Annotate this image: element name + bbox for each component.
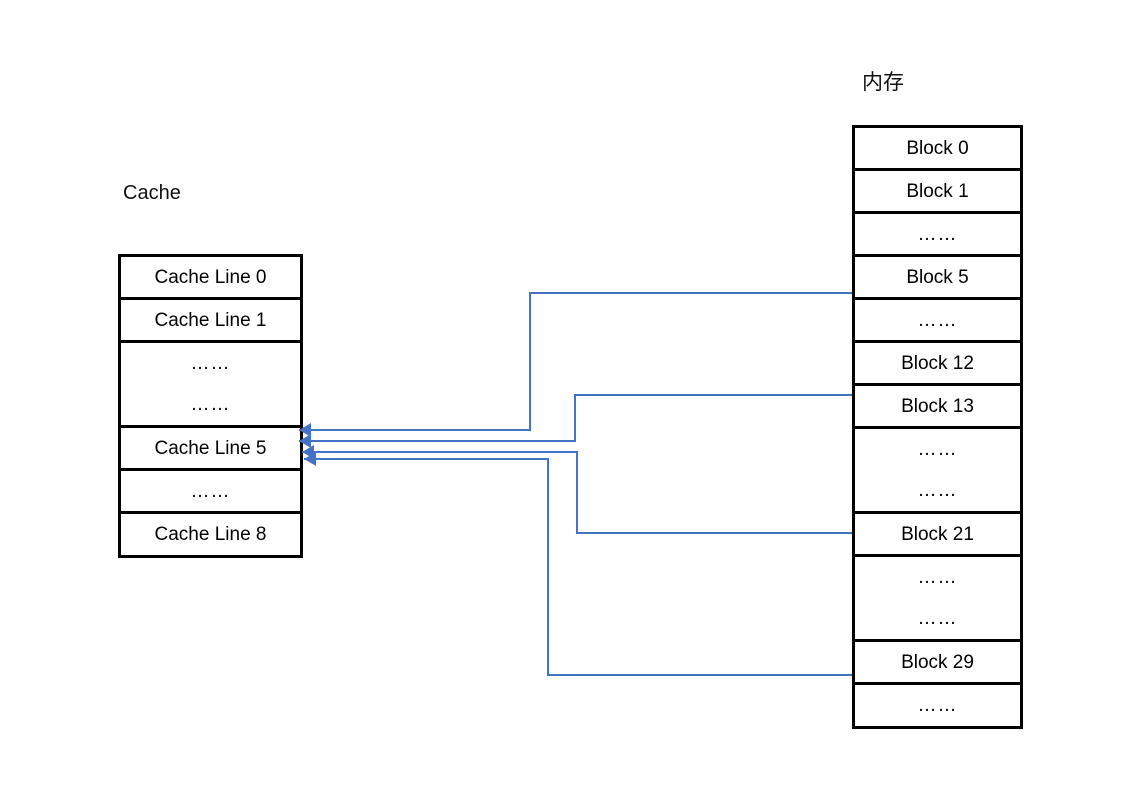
- memory-row-block21: Block 21: [855, 511, 1020, 554]
- cache-row-label: Cache Line 8: [154, 523, 267, 545]
- memory-row-ellipsis: ……: [855, 297, 1020, 340]
- memory-row-label: Block 21: [901, 523, 974, 545]
- memory-row-ellipsis: …… ……: [855, 554, 1020, 639]
- mapping-connector: [299, 394, 852, 448]
- memory-row-block12: Block 12: [855, 340, 1020, 383]
- cache-row-line1: Cache Line 1: [121, 297, 300, 340]
- ellipsis-text: ……: [917, 567, 958, 588]
- cache-row-label: Cache Line 5: [154, 437, 267, 459]
- memory-row-ellipsis: …… ……: [855, 426, 1020, 511]
- cache-row-line5: Cache Line 5: [121, 425, 300, 468]
- ellipsis-text: ……: [917, 309, 958, 331]
- mapping-connector: [299, 292, 852, 437]
- ellipsis-text: ……: [190, 480, 231, 502]
- memory-row-block13: Block 13: [855, 383, 1020, 426]
- cache-row-line8: Cache Line 8: [121, 511, 300, 554]
- ellipsis-text: ……: [917, 439, 958, 460]
- cache-title: Cache: [123, 182, 181, 204]
- memory-row-block0: Block 0: [855, 128, 1020, 168]
- ellipsis-text: ……: [917, 480, 958, 501]
- ellipsis-text: ……: [190, 353, 231, 374]
- memory-table: Block 0 Block 1 …… Block 5 …… Block 12 B…: [852, 125, 1023, 729]
- ellipsis-text: ……: [917, 223, 958, 245]
- memory-row-label: Block 1: [906, 180, 969, 202]
- ellipsis-text: ……: [190, 394, 231, 415]
- ellipsis-text: ……: [917, 608, 958, 629]
- memory-row-block29: Block 29: [855, 639, 1020, 682]
- ellipsis-text: ……: [917, 694, 958, 716]
- memory-row-block5: Block 5: [855, 254, 1020, 297]
- memory-row-label: Block 29: [901, 651, 974, 673]
- memory-title: 内存: [862, 71, 904, 94]
- memory-row-label: Block 5: [906, 266, 969, 288]
- cache-row-ellipsis: …… ……: [121, 340, 300, 425]
- memory-row-label: Block 13: [901, 395, 974, 417]
- cache-row-label: Cache Line 1: [154, 309, 267, 331]
- memory-row-label: Block 12: [901, 352, 974, 374]
- memory-row-label: Block 0: [906, 137, 969, 159]
- memory-row-ellipsis: ……: [855, 211, 1020, 254]
- cache-row-label: Cache Line 0: [154, 266, 267, 288]
- cache-row-ellipsis: ……: [121, 468, 300, 511]
- memory-row-ellipsis: ……: [855, 682, 1020, 725]
- mapping-connector: [302, 445, 852, 534]
- mapping-connector: [304, 452, 852, 676]
- cache-table: Cache Line 0 Cache Line 1 …… …… Cache Li…: [118, 254, 303, 558]
- memory-row-block1: Block 1: [855, 168, 1020, 211]
- cache-row-line0: Cache Line 0: [121, 257, 300, 297]
